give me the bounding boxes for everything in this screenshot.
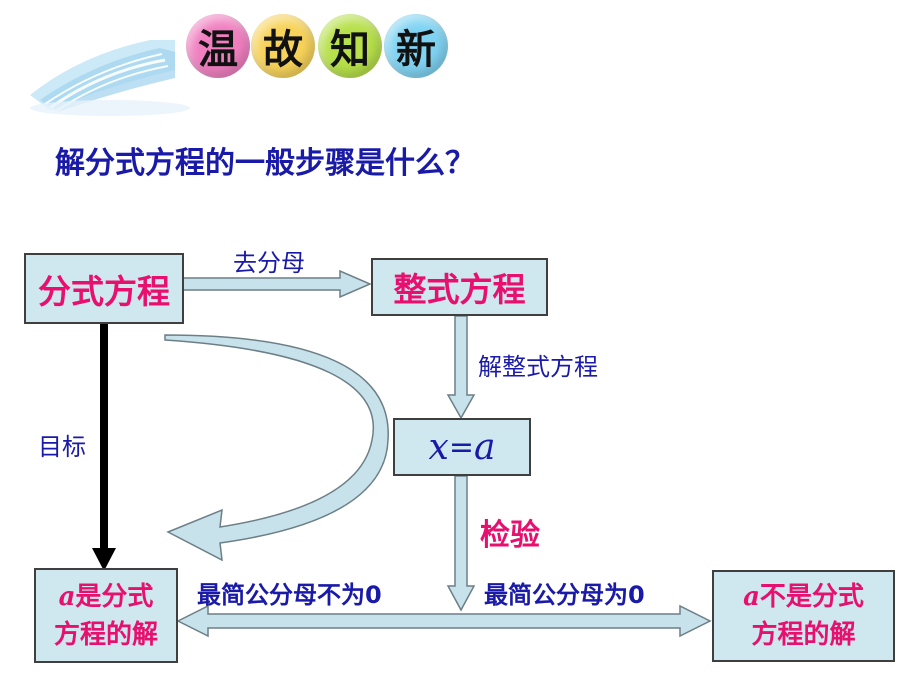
is-solution-text1: 是分式 [75, 581, 154, 612]
arrow-solve-integral [446, 315, 476, 420]
label-check: 检验 [480, 518, 540, 553]
node-fractional-equation: 分式方程 [24, 253, 184, 324]
banner-char-3: 知 [330, 27, 370, 73]
is-solution-line2: 方程的解 [53, 619, 158, 650]
node-not-solution: a不是分式 方程的解 [712, 570, 895, 662]
node-integral-equation: 整式方程 [371, 258, 548, 316]
banner-ball-4: 新 [384, 14, 448, 78]
book-icon [30, 40, 190, 116]
not-solution-var: a [743, 582, 760, 612]
solution-var-x: x [428, 426, 449, 468]
not-solution-line1: a不是分式 [743, 578, 864, 616]
node-is-solution: a是分式 方程的解 [34, 568, 178, 663]
banner-ball-1: 温 [186, 14, 250, 78]
banner-char-1: 温 [198, 27, 238, 73]
is-solution-var: a [58, 581, 76, 612]
arrow-lcd-branch [176, 604, 712, 638]
solution-var-a: a [473, 426, 496, 468]
question-text: 解分式方程的一般步骤是什么？ [55, 146, 475, 181]
label-solve-integral: 解整式方程 [478, 353, 598, 381]
arrow-goal [92, 323, 116, 571]
solution-eq: = [448, 429, 474, 465]
node-solution: x = a [393, 418, 531, 476]
node-fractional-equation-label: 分式方程 [38, 271, 170, 311]
arrow-clear-denominator [182, 269, 372, 299]
not-solution-line2: 方程的解 [751, 620, 856, 650]
banner-ball-3: 知 [318, 14, 382, 78]
label-lcd-zero: 最简公分母为0 [484, 581, 645, 609]
not-solution-text1: 不是分式 [759, 582, 864, 612]
label-lcd-not-zero: 最简公分母不为0 [197, 581, 382, 609]
is-solution-line1: a是分式 [59, 578, 154, 616]
node-integral-equation-label: 整式方程 [393, 270, 526, 309]
banner-char-2: 故 [263, 27, 303, 73]
label-goal: 目标 [38, 433, 86, 461]
label-clear-denominator: 去分母 [233, 249, 305, 277]
banner-ball-2: 故 [251, 14, 315, 78]
curved-arrow [164, 334, 389, 562]
banner-char-4: 新 [396, 27, 436, 73]
arrow-check [446, 475, 476, 612]
